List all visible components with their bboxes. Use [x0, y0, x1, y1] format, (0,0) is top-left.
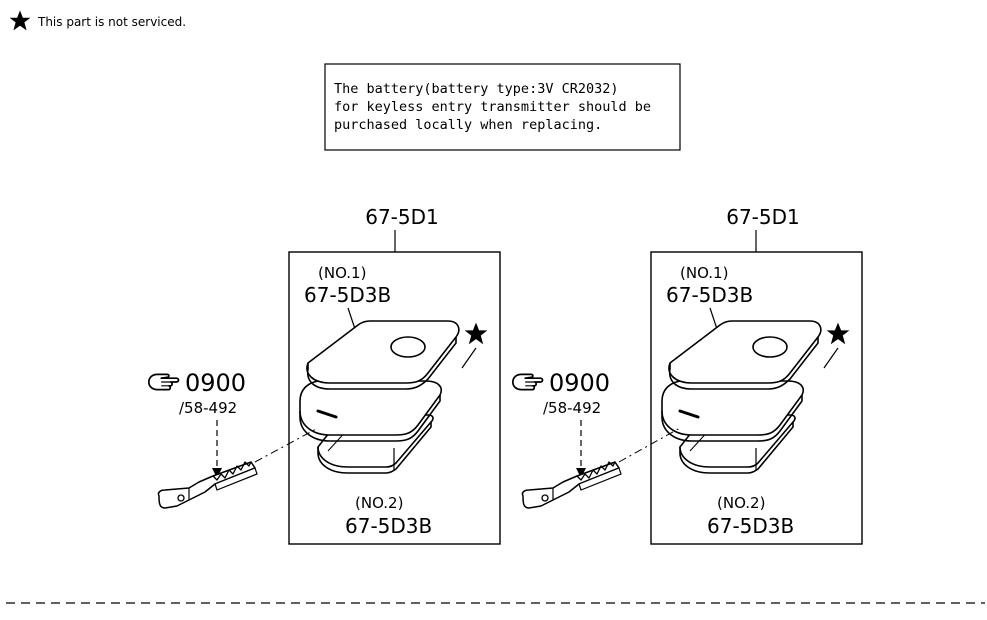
key-ref-main: 0900	[549, 369, 610, 397]
star-icon	[464, 322, 488, 345]
note-line-3: purchased locally when replacing.	[334, 117, 602, 133]
key-blade-illustration	[157, 461, 258, 509]
note-line-1: The battery(battery type:3V CR2032)	[334, 81, 618, 97]
legend-text: This part is not serviced.	[37, 15, 186, 29]
upper-qualifier: (NO.1)	[680, 264, 728, 282]
assembly-left: 67-5D1 (NO.1) 67-5D3B (NO.2) 67-5D3B 090…	[147, 205, 501, 545]
upper-qualifier: (NO.1)	[318, 264, 366, 282]
key-ref-sub: /58-492	[179, 399, 237, 417]
box-label: 67-5D1	[726, 205, 800, 229]
assembly-box	[650, 251, 863, 545]
key-blade-illustration	[521, 461, 622, 509]
transmitter-illustration	[298, 319, 461, 475]
key-ref-sub: /58-492	[543, 399, 601, 417]
legend: This part is not serviced.	[9, 10, 186, 31]
lower-part-number: 67-5D3B	[345, 514, 432, 538]
battery-note: The battery(battery type:3V CR2032) for …	[324, 63, 681, 151]
box-label: 67-5D1	[365, 205, 439, 229]
assembly-box	[288, 251, 501, 545]
upper-part-number: 67-5D3B	[666, 283, 753, 307]
lower-qualifier: (NO.2)	[355, 494, 403, 512]
star-icon	[9, 10, 31, 31]
star-icon	[826, 322, 850, 345]
upper-part-number: 67-5D3B	[304, 283, 391, 307]
pointing-hand-icon	[511, 373, 544, 391]
lower-part-number: 67-5D3B	[707, 514, 794, 538]
key-ref-main: 0900	[185, 369, 246, 397]
transmitter-illustration	[660, 319, 823, 475]
note-line-2: for keyless entry transmitter should be	[334, 99, 651, 115]
assembly-right: 67-5D1 (NO.1) 67-5D3B (NO.2) 67-5D3B 090…	[511, 205, 863, 545]
pointing-hand-icon	[147, 373, 180, 391]
lower-qualifier: (NO.2)	[717, 494, 765, 512]
